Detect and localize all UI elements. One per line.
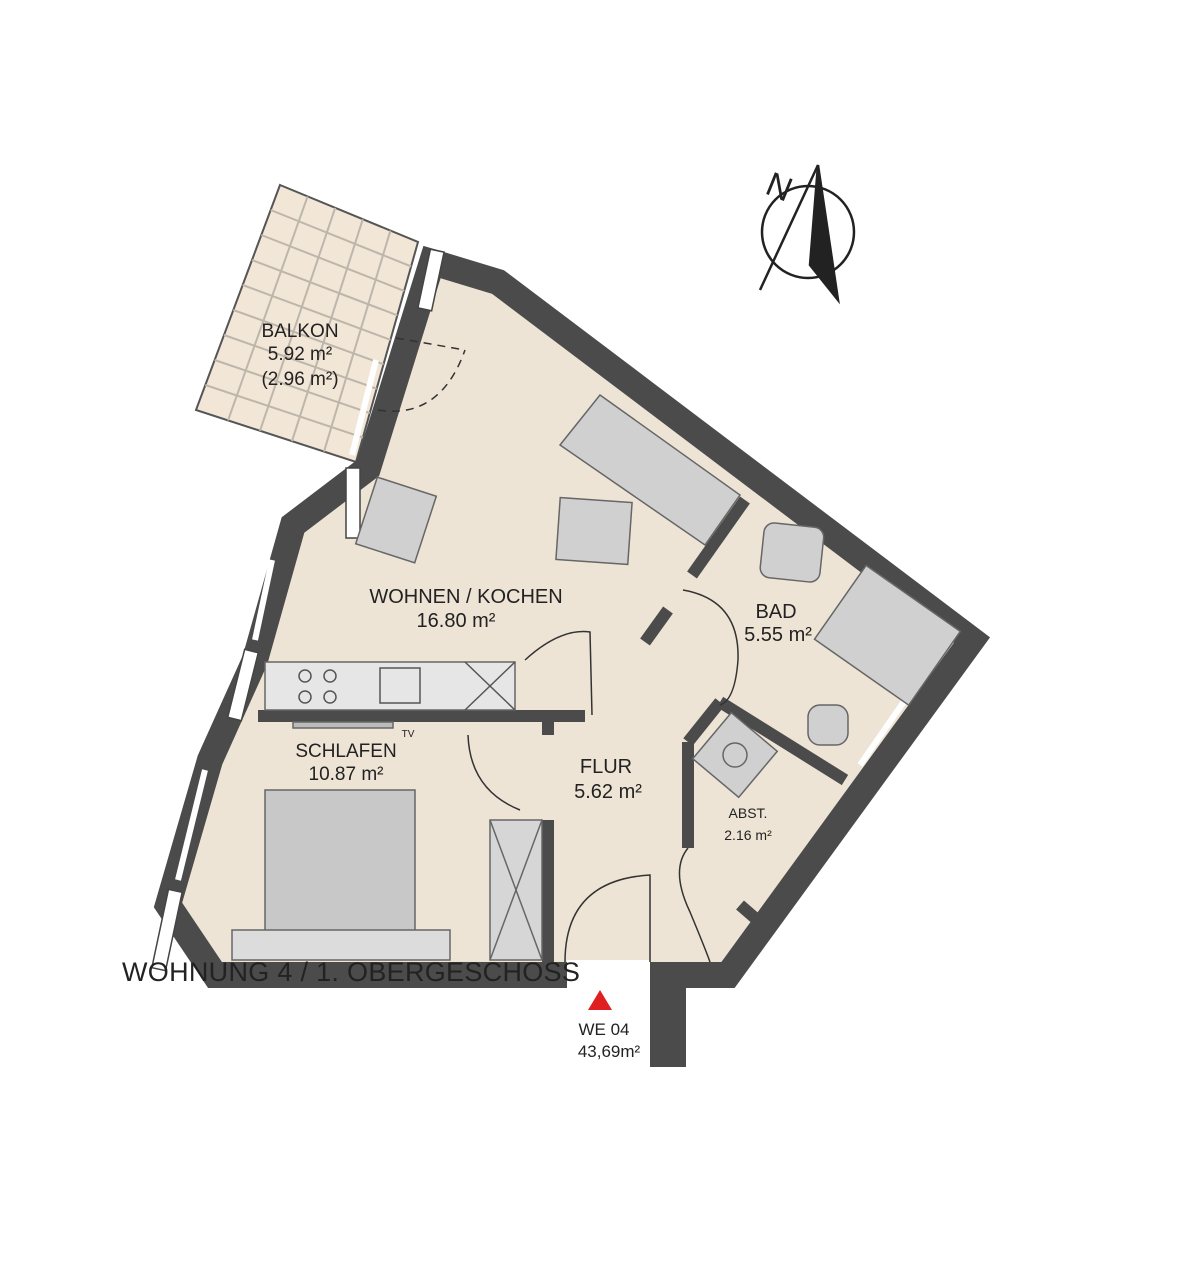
- stair-wall: [650, 962, 686, 1067]
- living-table: [555, 496, 633, 566]
- wohnen-name: WOHNEN / KOCHEN: [369, 586, 562, 608]
- room-labels: BALKON 5.92 m² (2.96 m²) WOHNEN / KOCHEN…: [261, 321, 812, 1061]
- bed: [264, 789, 416, 951]
- windows: [175, 359, 908, 881]
- tv: [292, 721, 394, 729]
- boiler: [691, 711, 779, 799]
- shower: [813, 564, 962, 707]
- wall-insulation: [150, 248, 445, 972]
- entry-marker: [588, 990, 612, 1010]
- balcony-tile-line: [270, 209, 412, 268]
- interior-walls: [258, 496, 849, 962]
- balcony-tile-line: [205, 384, 364, 439]
- balcony-tile-line: [251, 259, 398, 317]
- bad-name: BAD: [755, 601, 796, 623]
- balcony: [194, 183, 420, 464]
- abst-area: 2.16 m²: [724, 827, 772, 843]
- balcony-tile-line: [227, 196, 309, 421]
- balcony-tile-line: [214, 359, 371, 415]
- wohnen-area: 16.80 m²: [417, 610, 496, 632]
- furniture: [231, 393, 962, 961]
- toilet: [807, 704, 849, 746]
- entrance-opening: [567, 960, 650, 990]
- balkon-area: 5.92 m²: [268, 344, 332, 365]
- schlafen-area: 10.87 m²: [309, 764, 384, 785]
- balcony-tile-line: [259, 207, 337, 432]
- abst-name: ABST.: [729, 805, 768, 821]
- balkon-name: BALKON: [261, 321, 338, 342]
- schlafen-name: SCHLAFEN: [295, 741, 396, 762]
- svg-text:N: N: [761, 165, 798, 209]
- bad-area: 5.55 m²: [744, 624, 812, 646]
- balcony-tile-line: [232, 309, 384, 366]
- compass-north-icon: N: [758, 164, 856, 305]
- door-swings: [377, 337, 739, 963]
- sofa: [558, 393, 742, 547]
- desk: [354, 476, 438, 564]
- balcony-tile-line: [260, 234, 405, 292]
- sink: [759, 522, 825, 583]
- unit-name: WE 04: [578, 1020, 629, 1039]
- balcony-tile-line: [223, 334, 377, 390]
- plan-title: WOHNUNG 4 / 1. OBERGESCHOSS: [122, 957, 581, 987]
- balcony-tile-line: [291, 218, 364, 442]
- unit-area: 43,69m²: [578, 1042, 641, 1061]
- flur-name: FLUR: [580, 756, 632, 778]
- flur-area: 5.62 m²: [574, 781, 642, 803]
- tv-label: TV: [402, 729, 415, 740]
- balcony-tile-line: [242, 284, 391, 341]
- balcony-tile-line: [323, 230, 392, 452]
- balkon-area-net: (2.96 m²): [261, 369, 338, 390]
